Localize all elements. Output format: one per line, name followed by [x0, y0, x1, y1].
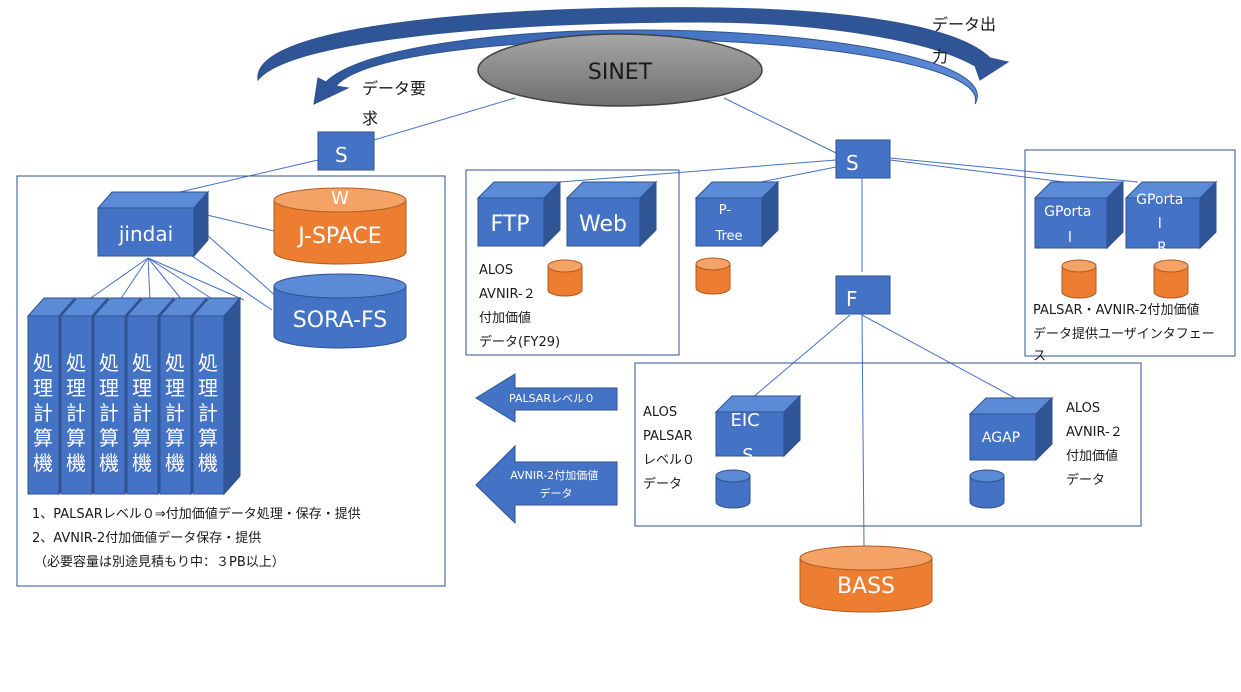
web-label: Web	[579, 212, 627, 237]
bass-label: BASS	[837, 574, 895, 599]
fiber-switch: F	[835, 275, 891, 315]
data-output-arrow	[257, 7, 1010, 82]
avnir-flow-label: AVNIR-2付加価値 データ	[510, 469, 601, 500]
svg-text:処理計算機: 処理計算機	[33, 351, 53, 475]
connection-lines	[87, 97, 1139, 548]
svg-text:処理計算機: 処理計算機	[99, 351, 119, 475]
svg-text:処理計算機: 処理計算機	[132, 351, 152, 475]
gportal-2-label: GPorta l R	[1136, 192, 1188, 256]
gportal-server-1: GPorta l	[1033, 180, 1125, 250]
palsar-flow-label: PALSARレベル０	[509, 392, 595, 405]
svg-text:処理計算機: 処理計算機	[66, 351, 86, 475]
jspace-label: J-SPACE	[296, 224, 381, 249]
data-output-label: データ出 力	[932, 15, 1001, 66]
ptree-server: P- Tree	[694, 180, 780, 248]
switch-left-label: S	[335, 143, 348, 167]
left-group-frame	[16, 175, 446, 587]
gportal-disk-1	[1061, 259, 1097, 299]
agap-server: AGAP	[968, 396, 1054, 462]
sinet-label: SINET	[588, 60, 653, 85]
palsar-data-caption: ALOS PALSAR レベル０ データ	[643, 405, 699, 492]
data-request-label: データ要 求	[362, 79, 431, 128]
jspace-storage: W J-SPACE	[273, 187, 407, 265]
palsar-flow-arrow: PALSARレベル０	[475, 373, 618, 423]
bottom-group-frame	[634, 362, 1142, 527]
left-group-notes: 1、PALSARレベル０⇒付加価値データ処理・保存・提供 2、AVNIR-2付加…	[32, 506, 365, 570]
switch-center: S	[835, 139, 891, 179]
fiber-switch-label: F	[846, 287, 858, 311]
eics-server: EIC S	[714, 394, 802, 466]
gportal-1-label: GPorta l	[1044, 204, 1096, 246]
data-request-arrow	[313, 29, 978, 105]
switch-left: S	[317, 131, 375, 171]
jspace-top-label: W	[331, 188, 349, 209]
compute-cluster: 処理計算機 処理計算機 処理計算機 処理計算機 処理計算機	[26, 296, 242, 496]
svg-text:処理計算機: 処理計算機	[165, 351, 185, 475]
gportal-server-2: GPorta l R	[1124, 180, 1218, 256]
ftp-server: FTP	[476, 180, 562, 248]
gportal-caption: PALSAR・AVNIR-2付加価値 データ提供ユーザインタフェー ス	[1033, 302, 1219, 364]
gportal-disk-2	[1153, 259, 1189, 299]
eics-disk	[715, 469, 751, 509]
sorafs-storage: SORA-FS	[273, 273, 407, 349]
avnir-flow-arrow: AVNIR-2付加価値 データ	[475, 444, 618, 525]
gportal-group-frame	[1024, 149, 1236, 357]
ptree-label: P- Tree	[714, 203, 742, 244]
ftp-caption: ALOS AVNIR-２ 付加価値 データ(FY29)	[479, 263, 560, 350]
switch-center-label: S	[846, 151, 859, 175]
agap-disk	[969, 469, 1005, 509]
bass-storage: BASS	[799, 545, 933, 613]
sinet-node: SINET	[477, 33, 763, 107]
eics-label: EIC S	[731, 410, 766, 466]
ptree-disk	[695, 257, 731, 295]
compute-node: 処理計算機	[191, 296, 242, 496]
ftp-label: FTP	[491, 212, 530, 237]
ftp-group-frame	[465, 169, 680, 356]
sorafs-label: SORA-FS	[293, 308, 387, 333]
jindai-server: jindai	[96, 190, 210, 258]
svg-text:処理計算機: 処理計算機	[198, 351, 218, 475]
web-server: Web	[565, 180, 658, 248]
jindai-label: jindai	[118, 222, 173, 246]
avnir-data-caption: ALOS AVNIR-２ 付加価値 データ	[1066, 401, 1127, 488]
ftp-disk	[547, 259, 583, 297]
agap-label: AGAP	[982, 430, 1020, 446]
